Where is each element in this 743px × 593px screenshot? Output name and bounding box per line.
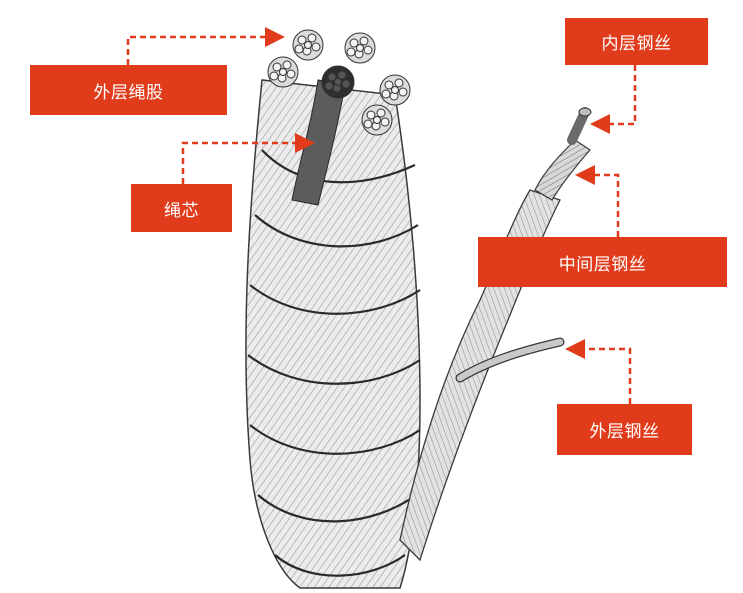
callout-arrows (126, 27, 637, 404)
outer-wire-label: 外层钢丝 (557, 404, 692, 455)
middle-wire-label: 中间层钢丝 (478, 237, 727, 287)
arrow-middle-wire (575, 165, 620, 237)
outer-strand-label: 外层绳股 (30, 65, 227, 115)
strand-ends (267, 29, 411, 136)
arrow-outer-strand (126, 27, 285, 65)
rope-body (245, 79, 421, 589)
arrow-core (181, 133, 315, 184)
arrow-inner-wire (590, 65, 637, 134)
rope-core-label: 绳芯 (131, 184, 232, 232)
inner-wire-label: 内层钢丝 (565, 18, 708, 65)
arrow-outer-wire (565, 339, 632, 404)
unraveled-strand (399, 107, 592, 562)
